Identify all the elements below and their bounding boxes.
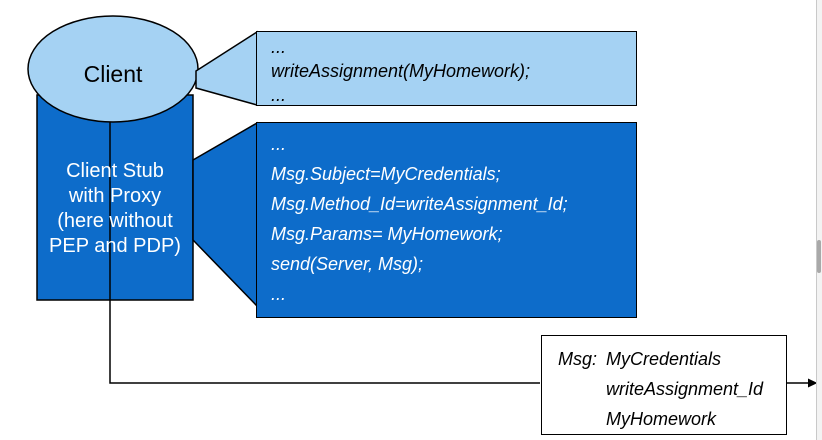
message-box-label: Msg: (558, 349, 598, 369)
message-value: writeAssignment_Id (606, 379, 764, 399)
message-value: MyCredentials (606, 349, 722, 369)
code-line: ... (271, 85, 287, 105)
message-connector-line (109, 122, 540, 384)
vertical-scrollbar-thumb[interactable] (817, 240, 821, 273)
stub-code-callout: ... Msg.Subject=MyCredentials; Msg.Metho… (256, 122, 637, 318)
client-node-label: Client (83, 61, 143, 87)
stub-callout-pointer-icon (192, 121, 258, 308)
client-stub-label: Client Stub with Proxy (here without PEP… (37, 159, 193, 259)
code-line: Msg.Subject=MyCredentials; (271, 164, 501, 184)
client-stub-label-line: PEP and PDP) (49, 235, 181, 257)
code-line: writeAssignment(MyHomework); (271, 61, 531, 81)
code-line: send(Server, Msg); (271, 254, 424, 274)
message-box-values: MyCredentials writeAssignment_Id MyHomew… (606, 344, 763, 434)
code-line: ... (271, 134, 287, 154)
code-line: Msg.Method_Id=writeAssignment_Id; (271, 194, 568, 214)
client-stub-label-line: (here without (57, 210, 173, 232)
client-code-callout: ... writeAssignment(MyHomework); ... (256, 31, 637, 106)
client-stub-box (36, 94, 194, 301)
code-line: ... (271, 284, 287, 304)
client-stub-label-line: with Proxy (68, 185, 162, 207)
code-line: Msg.Params= MyHomework; (271, 224, 503, 244)
code-line: ... (271, 37, 287, 57)
message-value: MyHomework (606, 409, 717, 429)
client-stub-label-line: Client Stub (66, 160, 164, 182)
message-content-box: Msg: MyCredentials writeAssignment_Id My… (541, 335, 787, 435)
vertical-scrollbar[interactable] (816, 0, 822, 440)
client-callout-pointer-icon (195, 30, 258, 106)
message-arrow-head-icon (808, 378, 818, 388)
